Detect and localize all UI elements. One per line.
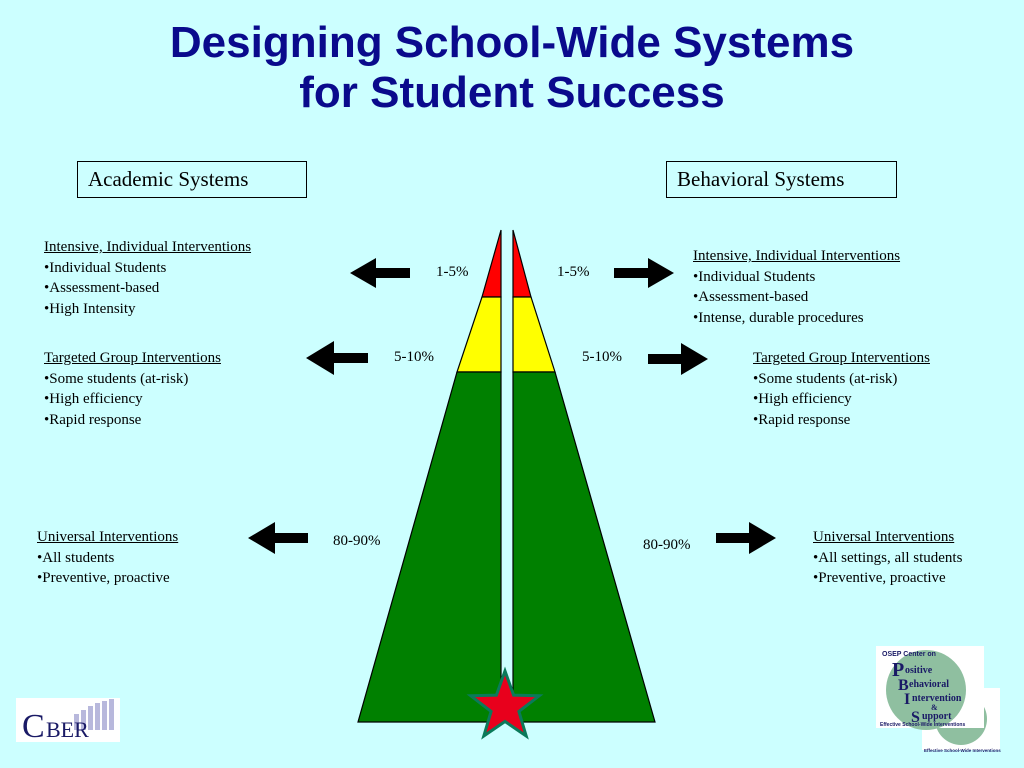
list-item: •Assessment-based: [693, 289, 809, 305]
academic-universal-block: Universal Interventions •All students •P…: [37, 527, 178, 589]
behavioral-intensive-block: Intensive, Individual Interventions •Ind…: [693, 246, 900, 328]
page-title: Designing School-Wide Systems for Studen…: [0, 18, 1024, 118]
list-item: •Assessment-based: [44, 280, 160, 296]
svg-text:S: S: [911, 709, 920, 726]
right-arrow-icon: [648, 343, 708, 375]
academic-intensive-tier: [481, 229, 502, 298]
svg-text:I: I: [904, 691, 910, 708]
svg-text:P: P: [892, 659, 904, 681]
academic-universal-percent: 80-90%: [333, 533, 381, 549]
tier-heading: Targeted Group Interventions: [753, 350, 930, 366]
list-item: •Some students (at-risk): [44, 370, 189, 387]
svg-text:&: &: [931, 703, 938, 712]
svg-text:OSEP Center on: OSEP Center on: [882, 651, 936, 658]
tier-heading: Intensive, Individual Interventions: [44, 239, 252, 255]
academic-targeted-percent: 5-10%: [394, 349, 434, 365]
svg-text:ositive: ositive: [905, 665, 933, 676]
svg-text:ehavioral: ehavioral: [909, 679, 949, 690]
tier-heading: Universal Interventions: [813, 529, 955, 545]
list-item: •Rapid response: [753, 411, 851, 428]
title-line-2: for Student Success: [299, 68, 725, 117]
cber-logo: C BER: [16, 698, 120, 742]
list-item: •Rapid response: [44, 411, 142, 428]
list-item: •All students: [37, 549, 115, 566]
pbis-logo: OSEP Center on P ositive B ehavioral I n…: [876, 646, 1001, 753]
behavioral-systems-header: Behavioral Systems: [666, 161, 897, 198]
behavioral-intensive-tier: [512, 229, 532, 298]
tier-heading: Intensive, Individual Interventions: [693, 248, 901, 264]
star-icon: [466, 666, 544, 740]
svg-text:Effective School-Wide Interven: Effective School-Wide Interventions: [880, 722, 965, 728]
list-item: •High efficiency: [44, 391, 143, 407]
list-item: •All settings, all students: [813, 549, 963, 566]
list-item: •High efficiency: [753, 391, 852, 407]
behavioral-intensive-percent: 1-5%: [557, 264, 590, 280]
list-item: •High Intensity: [44, 300, 136, 317]
behavioral-targeted-block: Targeted Group Interventions •Some stude…: [753, 348, 930, 430]
behavioral-universal-block: Universal Interventions •All settings, a…: [813, 527, 962, 589]
left-arrow-icon: [248, 522, 308, 554]
behavioral-targeted-percent: 5-10%: [582, 349, 622, 365]
svg-text:upport: upport: [922, 711, 952, 722]
list-item: •Some students (at-risk): [753, 370, 898, 387]
right-arrow-icon: [716, 522, 776, 554]
behavioral-universal-percent: 80-90%: [643, 537, 691, 553]
academic-intensive-percent: 1-5%: [436, 264, 469, 280]
academic-intensive-block: Intensive, Individual Interventions •Ind…: [44, 237, 251, 319]
right-arrow-icon: [614, 258, 674, 288]
list-item: •Individual Students: [44, 259, 167, 276]
list-item: •Individual Students: [693, 268, 816, 285]
tier-heading: Universal Interventions: [37, 529, 179, 545]
left-arrow-icon: [350, 258, 410, 288]
svg-text:BER: BER: [46, 717, 89, 742]
left-arrow-icon: [306, 341, 368, 375]
behavioral-universal-tier: [512, 371, 656, 723]
list-item: •Preventive, proactive: [813, 570, 946, 586]
academic-targeted-block: Targeted Group Interventions •Some stude…: [44, 348, 221, 430]
behavioral-targeted-tier: [512, 296, 556, 373]
svg-text:C: C: [22, 708, 45, 742]
svg-text:Effective School-Wide Interven: Effective School-Wide Interventions: [924, 748, 1001, 753]
svg-text:ntervention: ntervention: [912, 693, 962, 704]
list-item: •Preventive, proactive: [37, 570, 170, 586]
list-item: •Intense, durable procedures: [693, 309, 864, 326]
svg-text:B: B: [898, 677, 909, 694]
academic-systems-header: Academic Systems: [77, 161, 307, 198]
tier-heading: Targeted Group Interventions: [44, 350, 221, 366]
title-line-1: Designing School-Wide Systems: [169, 18, 855, 67]
academic-targeted-tier: [456, 296, 502, 373]
